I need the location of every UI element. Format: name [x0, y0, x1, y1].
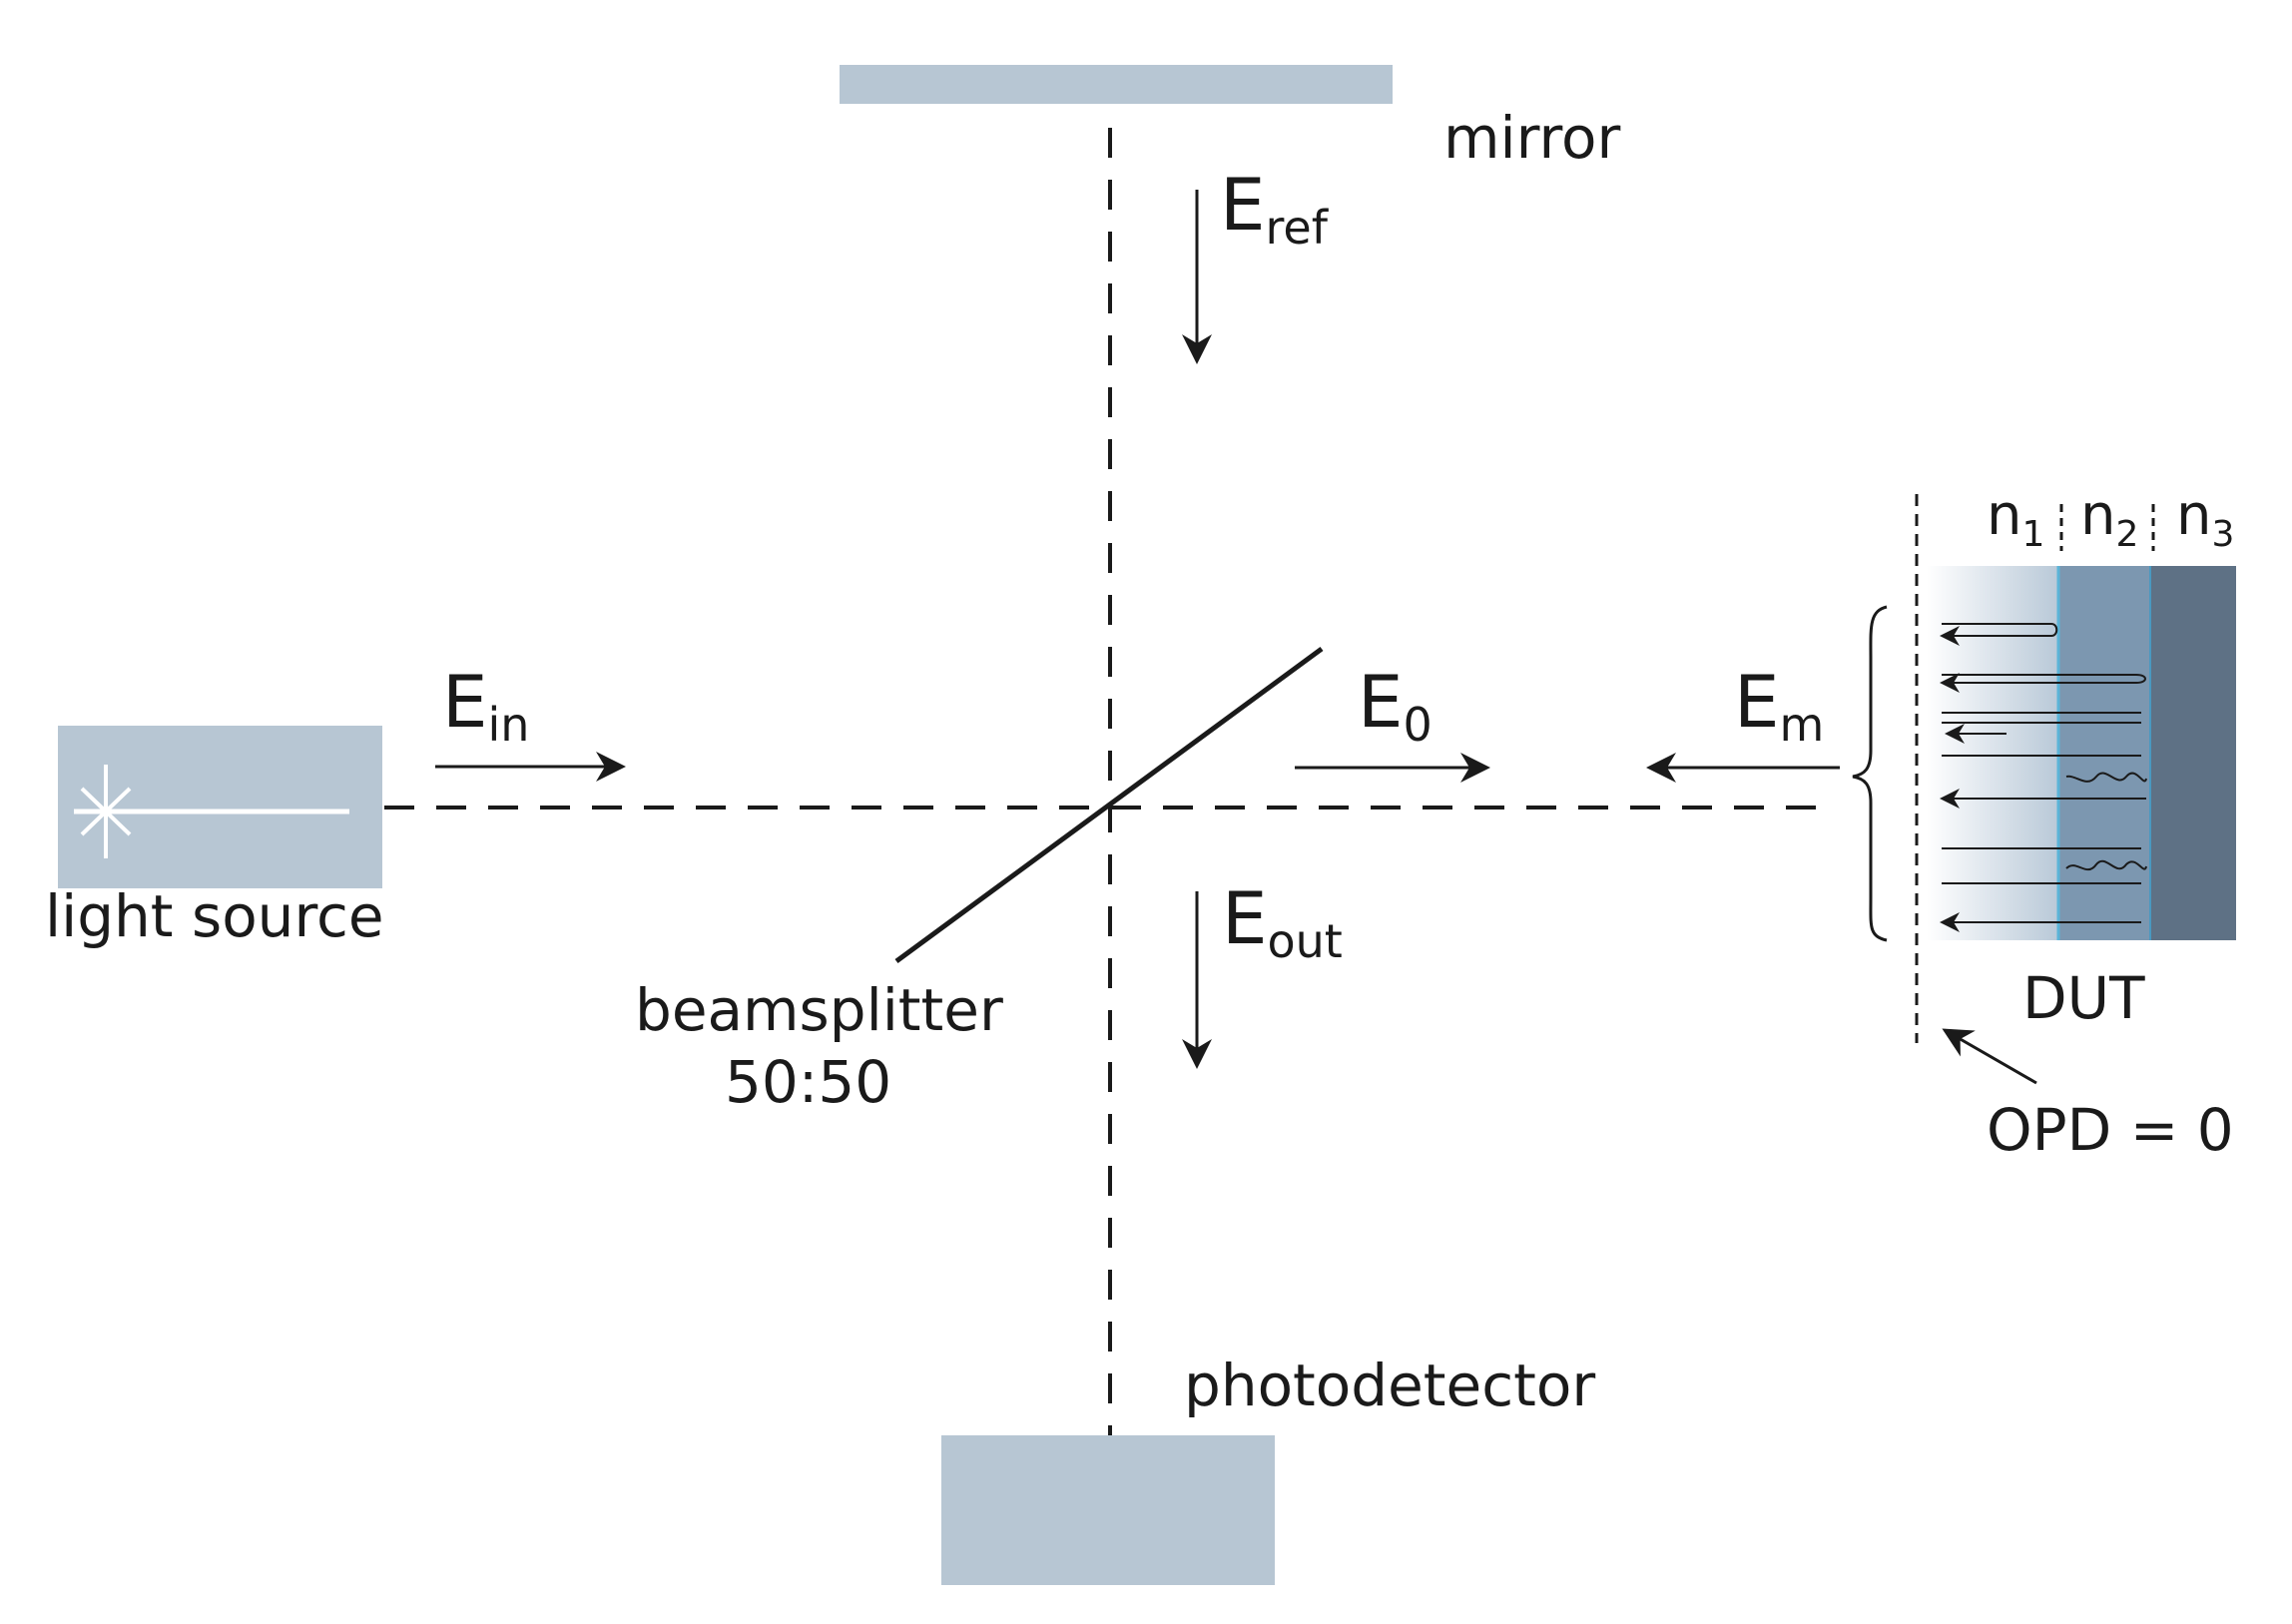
- beamsplitter-ratio-label: 50:50: [725, 1048, 891, 1116]
- e-zero-label: E0: [1358, 660, 1432, 752]
- mirror: [840, 65, 1393, 104]
- e-m-label: Em: [1734, 660, 1824, 752]
- e-out-label: Eout: [1222, 876, 1343, 968]
- opd-pointer-arrow: [1942, 1028, 2037, 1085]
- layer-n1-label: n1: [1987, 483, 2044, 555]
- dut-layer-3: [2150, 566, 2236, 940]
- reflections-brace: [1852, 605, 1888, 942]
- photodetector-label: photodetector: [1184, 1352, 1595, 1419]
- layer-n3-label: n3: [2176, 483, 2234, 555]
- light-star-icon: [74, 765, 349, 858]
- e-in-label: Ein: [442, 660, 529, 752]
- opd-label: OPD = 0: [1987, 1096, 2234, 1164]
- internal-reflections: [1940, 623, 2147, 932]
- beamsplitter: [894, 646, 1324, 964]
- dut-layer-2: [2058, 566, 2150, 940]
- layer-n2-label: n2: [2080, 483, 2138, 555]
- light-source-label: light source: [45, 882, 384, 950]
- dut-label: DUT: [2022, 964, 2145, 1032]
- photodetector: [941, 1435, 1275, 1585]
- beamsplitter-label: beamsplitter: [635, 976, 1003, 1044]
- e-ref-label: Eref: [1220, 163, 1330, 255]
- mirror-label: mirror: [1443, 104, 1620, 172]
